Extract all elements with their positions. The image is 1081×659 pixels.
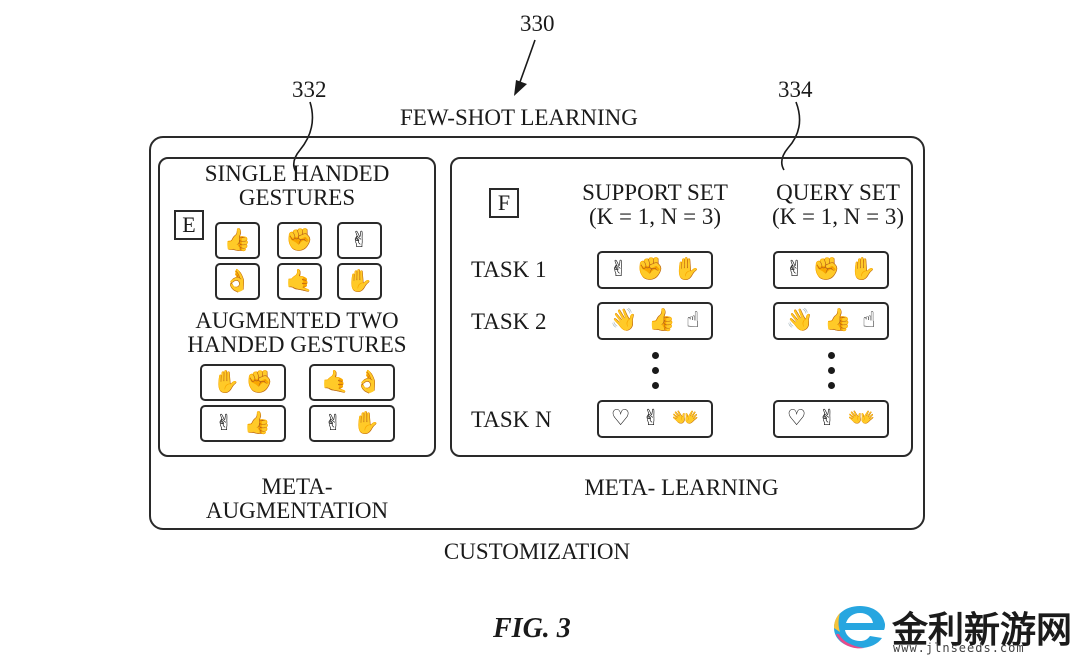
task-1-query-set: ✌ ✊ ✋ bbox=[773, 251, 889, 289]
ref-334-leader bbox=[780, 101, 801, 171]
task-2-support-set: 👋 👍 ☝ bbox=[597, 302, 713, 340]
ref-332: 332 bbox=[292, 77, 327, 102]
thumbs-up-icon: 👍 bbox=[223, 227, 252, 253]
single-gesture-6: ✋ bbox=[337, 263, 382, 300]
ref-330-leader bbox=[519, 39, 536, 83]
peace-sign-icon: ✌ bbox=[350, 227, 369, 253]
augmented-heading-1: AUGMENTED TWO bbox=[195, 308, 399, 333]
augmented-heading-2: HANDED GESTURES bbox=[187, 332, 407, 357]
support-ellipsis-dot-1 bbox=[652, 352, 659, 359]
meta-augmentation-panel bbox=[158, 157, 436, 457]
open-hand-icon: ✋ bbox=[345, 268, 374, 294]
task-2-query-set: 👋 👍 ☝ bbox=[773, 302, 889, 340]
peace-sign-icon: ✌ bbox=[641, 406, 661, 431]
query-set-header-1: QUERY SET bbox=[776, 180, 900, 205]
fist-icon: ✊ bbox=[636, 257, 665, 282]
call-me-icon: 🤙 bbox=[321, 369, 350, 395]
heart-hands-icon: ♡ bbox=[786, 406, 807, 431]
two-handed-pair-3: ✌ 👍 bbox=[200, 405, 286, 442]
task-n-support-set: ♡ ✌ 👐 bbox=[597, 400, 713, 438]
two-handed-pair-4: ✌ ✋ bbox=[309, 405, 395, 442]
single-gesture-5: 🤙 bbox=[277, 263, 322, 300]
open-hands-icon: 👐 bbox=[671, 406, 700, 431]
single-gesture-3: ✌ bbox=[337, 222, 382, 259]
diagram-title: FEW-SHOT LEARNING bbox=[400, 105, 638, 130]
two-handed-pair-1: ✋ ✊ bbox=[200, 364, 286, 401]
ref-332-leader bbox=[292, 101, 314, 173]
single-gesture-1: 👍 bbox=[215, 222, 260, 259]
query-ellipsis-dot-1 bbox=[828, 352, 835, 359]
support-set-header-2: (K = 1, N = 3) bbox=[589, 204, 721, 229]
waving-hand-icon: 👋 bbox=[610, 308, 638, 333]
support-ellipsis-dot-2 bbox=[652, 367, 659, 374]
task-n-label: TASK N bbox=[471, 407, 552, 432]
single-handed-heading-1: SINGLE HANDED bbox=[204, 161, 390, 186]
peace-sign-icon: ✌ bbox=[324, 410, 343, 436]
ref-330-arrowhead bbox=[514, 80, 527, 96]
ok-sign-icon: 👌 bbox=[223, 268, 252, 294]
task-n-query-set: ♡ ✌ 👐 bbox=[773, 400, 889, 438]
pointing-up-icon: ☝ bbox=[686, 308, 700, 333]
ref-330: 330 bbox=[520, 11, 555, 36]
query-ellipsis-dot-3 bbox=[828, 382, 835, 389]
open-hand-icon: ✋ bbox=[212, 369, 241, 395]
task-2-label: TASK 2 bbox=[471, 309, 547, 334]
thumbs-up-icon: 👍 bbox=[824, 308, 852, 333]
heart-hands-icon: ♡ bbox=[610, 406, 631, 431]
fist-icon: ✊ bbox=[245, 369, 274, 395]
call-me-icon: 🤙 bbox=[285, 268, 314, 294]
meta-learning-panel bbox=[450, 157, 913, 457]
two-handed-pair-2: 🤙 👌 bbox=[309, 364, 395, 401]
meta-augmentation-label-2: AUGMENTATION bbox=[205, 498, 389, 523]
ref-334: 334 bbox=[778, 77, 813, 102]
pointing-up-icon: ☝ bbox=[862, 308, 876, 333]
query-ellipsis-dot-2 bbox=[828, 367, 835, 374]
peace-sign-icon: ✌ bbox=[785, 257, 804, 282]
waving-hand-icon: 👋 bbox=[786, 308, 814, 333]
watermark-url: www.jlnseeds.com bbox=[893, 641, 1025, 655]
peace-sign-icon: ✌ bbox=[817, 406, 837, 431]
task-1-support-set: ✌ ✊ ✋ bbox=[597, 251, 713, 289]
open-hand-icon: ✋ bbox=[673, 257, 701, 282]
meta-augmentation-label-1: META- bbox=[261, 474, 333, 499]
ok-sign-icon: 👌 bbox=[354, 369, 383, 395]
outer-container bbox=[149, 136, 925, 530]
label-e: E bbox=[174, 210, 204, 240]
fist-icon: ✊ bbox=[285, 227, 314, 253]
open-hand-icon: ✋ bbox=[849, 257, 877, 282]
customization-label: CUSTOMIZATION bbox=[443, 539, 631, 564]
figure-caption: FIG. 3 bbox=[493, 613, 571, 644]
watermark-text: 金利新游网 bbox=[892, 610, 1073, 651]
single-gesture-2: ✊ bbox=[277, 222, 322, 259]
open-hands-icon: 👐 bbox=[847, 406, 876, 431]
query-set-header-2: (K = 1, N = 3) bbox=[772, 204, 904, 229]
fist-icon: ✊ bbox=[812, 257, 841, 282]
support-set-header-1: SUPPORT SET bbox=[582, 180, 728, 205]
open-hand-icon: ✋ bbox=[352, 410, 380, 436]
label-f: F bbox=[489, 188, 519, 218]
watermark-logo-icon bbox=[834, 606, 885, 649]
single-handed-heading-2: GESTURES bbox=[238, 185, 356, 210]
peace-sign-icon: ✌ bbox=[215, 410, 234, 436]
meta-learning-label: META- LEARNING bbox=[584, 475, 779, 500]
thumbs-up-icon: 👍 bbox=[648, 308, 676, 333]
task-1-label: TASK 1 bbox=[471, 257, 547, 282]
peace-sign-icon: ✌ bbox=[609, 257, 628, 282]
support-ellipsis-dot-3 bbox=[652, 382, 659, 389]
single-gesture-4: 👌 bbox=[215, 263, 260, 300]
thumbs-up-icon: 👍 bbox=[243, 410, 271, 436]
